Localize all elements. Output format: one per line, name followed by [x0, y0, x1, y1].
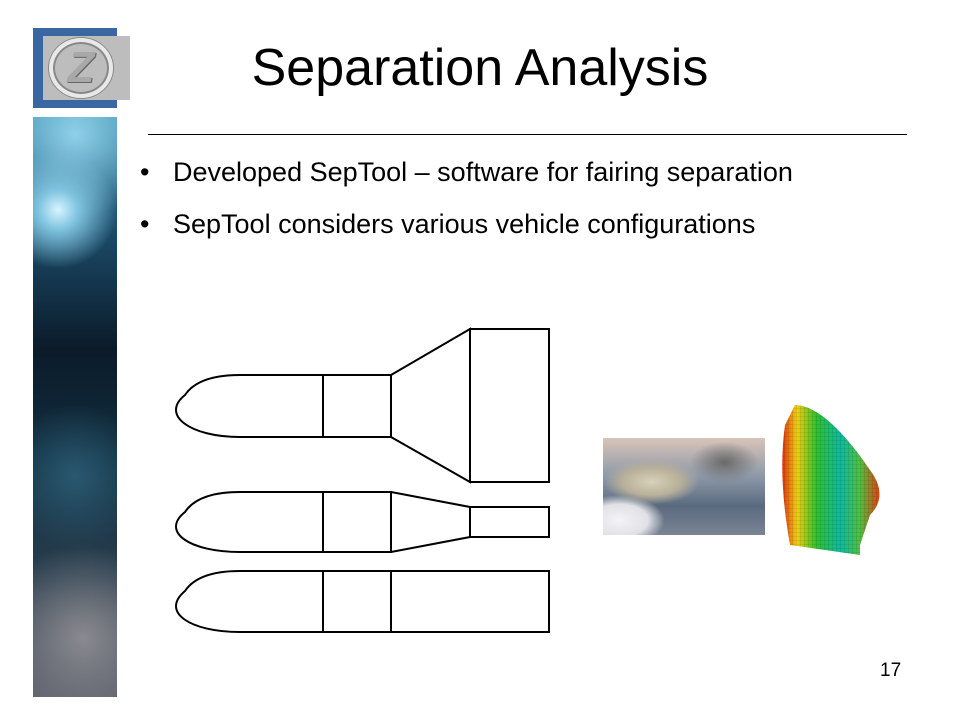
- bullet-text: Developed SepTool – software for fairing…: [173, 157, 793, 187]
- fairing-separation-photo: [603, 438, 765, 535]
- bullet-item: • Developed SepTool – software for fairi…: [140, 156, 908, 188]
- configuration-large-fairing: [175, 327, 550, 484]
- slide-title: Separation Analysis: [251, 39, 709, 97]
- title-divider: [148, 134, 907, 135]
- bullet-dot: •: [140, 157, 150, 187]
- bullet-list: • Developed SepTool – software for fairi…: [140, 156, 908, 260]
- bullet-dot: •: [140, 209, 150, 239]
- bullet-text: SepTool considers various vehicle config…: [173, 209, 756, 239]
- space-image-strip: [33, 117, 117, 697]
- page-number: 17: [880, 660, 902, 681]
- configuration-tapered-fairing: [175, 491, 550, 553]
- logo-letter: Z: [67, 43, 95, 92]
- company-logo: Z: [49, 38, 113, 98]
- bullet-item: • SepTool considers various vehicle conf…: [140, 208, 908, 240]
- configuration-uniform: [175, 570, 550, 633]
